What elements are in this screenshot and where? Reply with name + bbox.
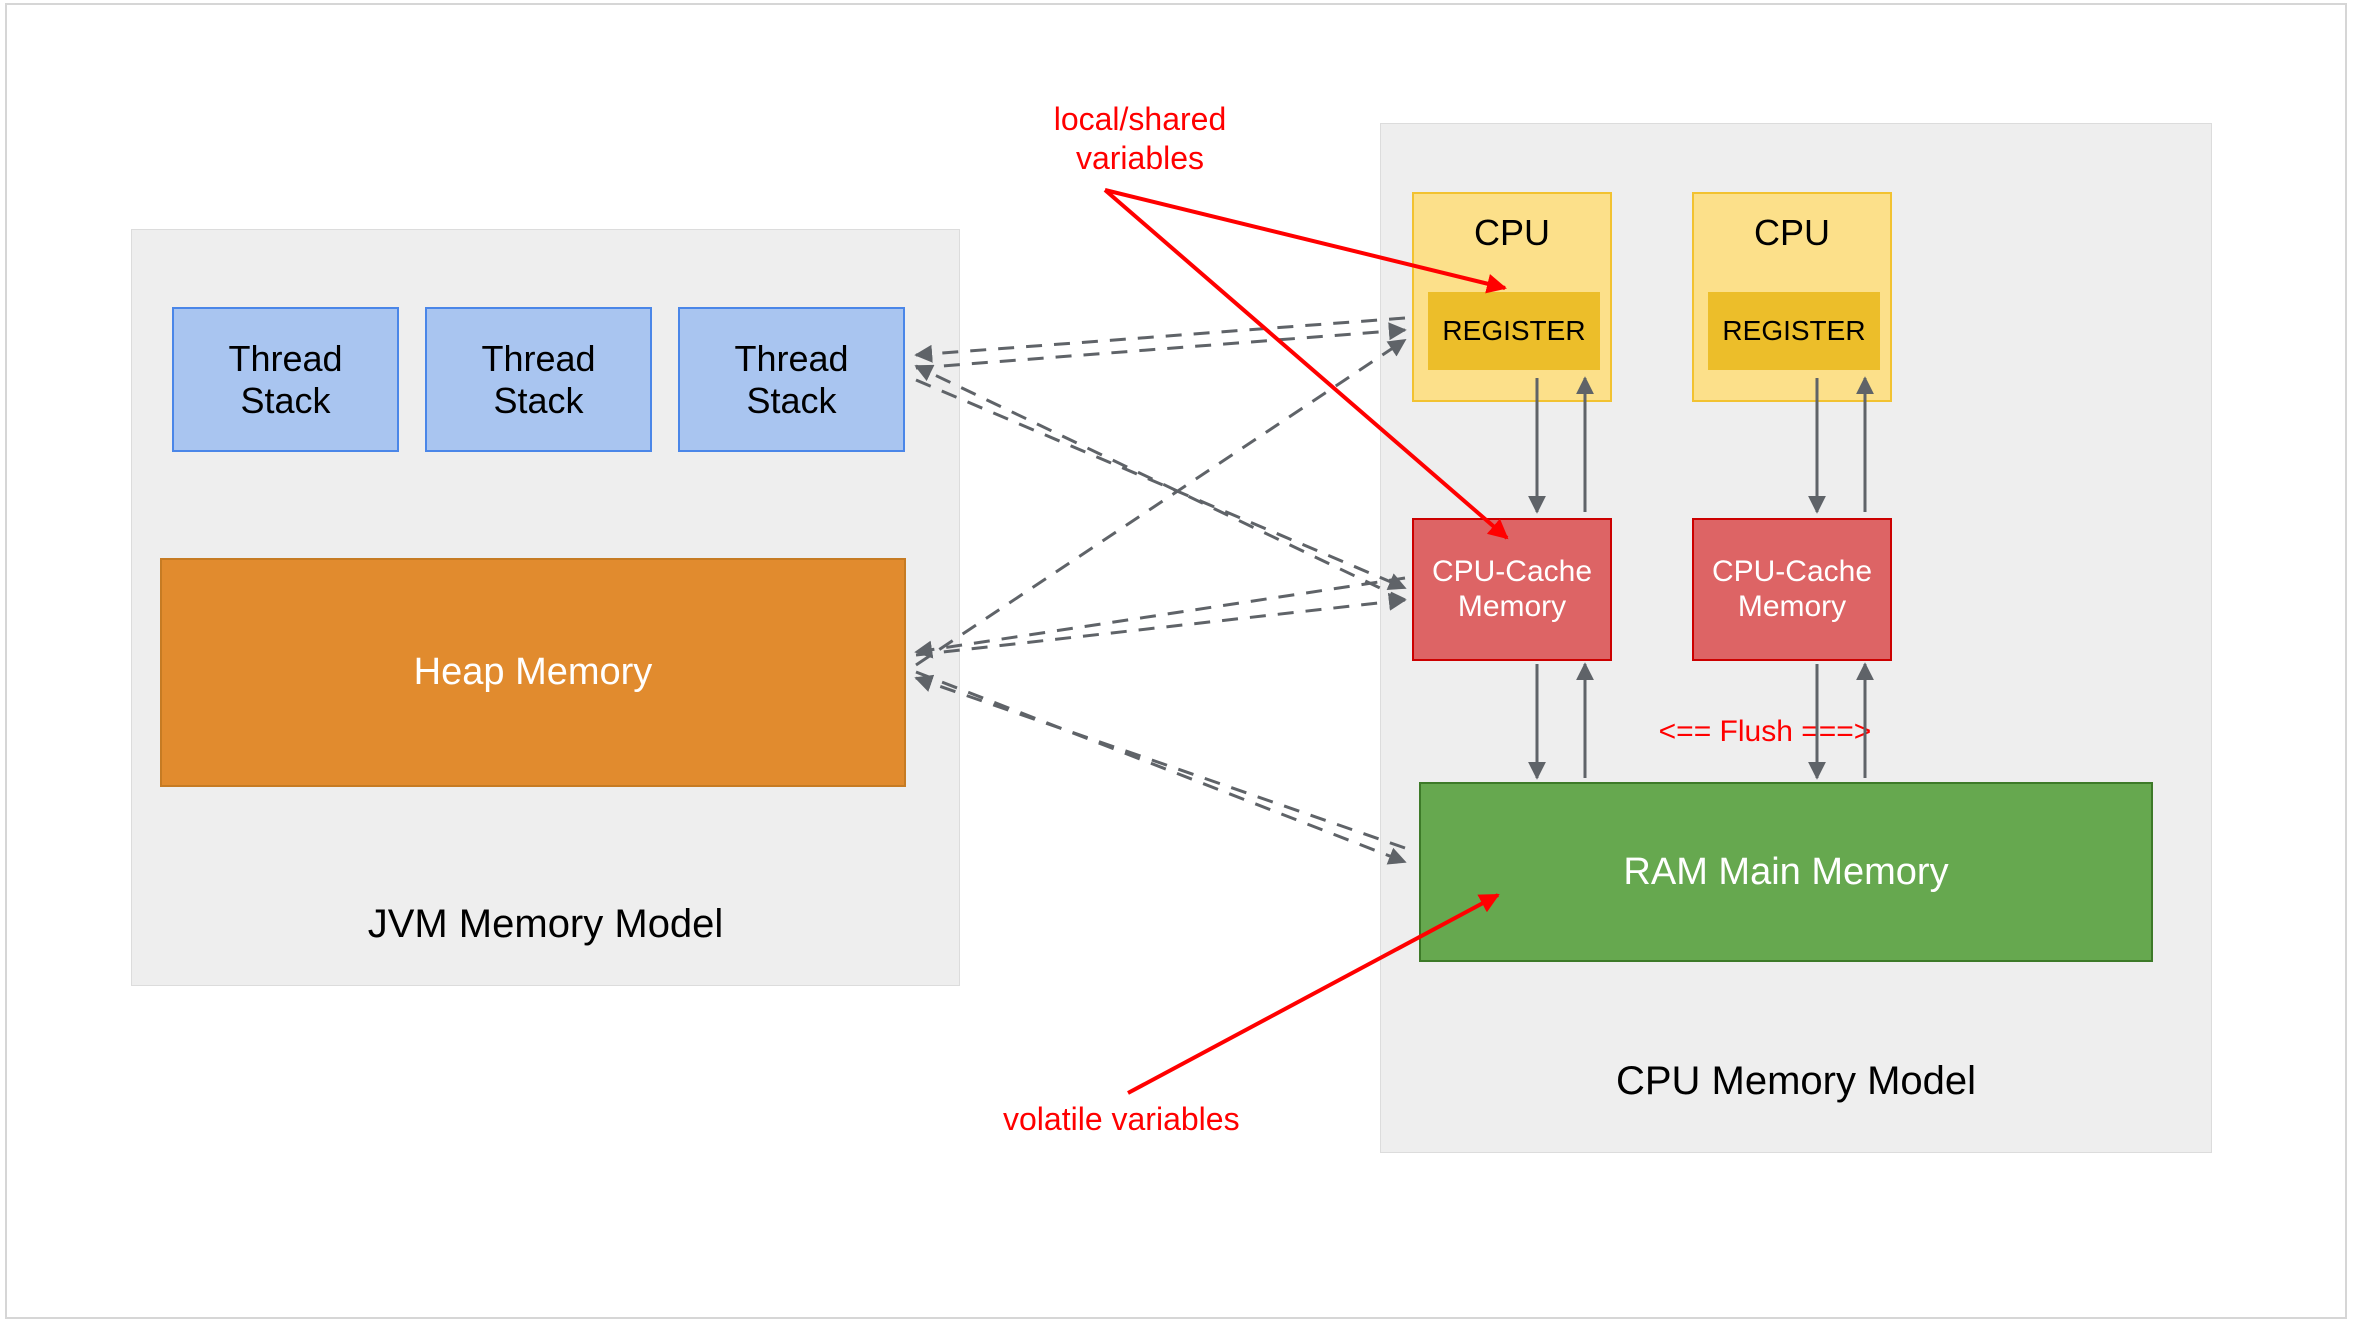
cpu-cache-memory-box-1[interactable]: CPU-Cache Memory — [1412, 518, 1612, 661]
cpu-panel-title: CPU Memory Model — [1615, 1059, 1977, 1103]
cpu-label-1: CPU — [1473, 212, 1550, 253]
cpu-box-2[interactable]: CPU REGISTER — [1692, 192, 1892, 402]
thread-stack-box-3[interactable]: Thread Stack — [678, 307, 905, 452]
thread-stack-box-2[interactable]: Thread Stack — [425, 307, 652, 452]
thread-stack-box-1[interactable]: Thread Stack — [172, 307, 399, 452]
cpu-label-2: CPU — [1753, 212, 1830, 253]
register-box-1[interactable]: REGISTER — [1428, 292, 1600, 370]
annotation-local-shared-variables: local/shared variables — [1053, 101, 1227, 177]
ram-main-memory-box[interactable]: RAM Main Memory — [1419, 782, 2153, 962]
cpu-box-1[interactable]: CPU REGISTER — [1412, 192, 1612, 402]
cpu-cache-memory-box-2[interactable]: CPU-Cache Memory — [1692, 518, 1892, 661]
annotation-volatile-variables: volatile variables — [1003, 1101, 1240, 1137]
annotation-flush: <== Flush ===> — [1658, 715, 1872, 748]
jvm-panel-title: JVM Memory Model — [367, 902, 724, 946]
heap-memory-box[interactable]: Heap Memory — [160, 558, 906, 787]
register-box-2[interactable]: REGISTER — [1708, 292, 1880, 370]
